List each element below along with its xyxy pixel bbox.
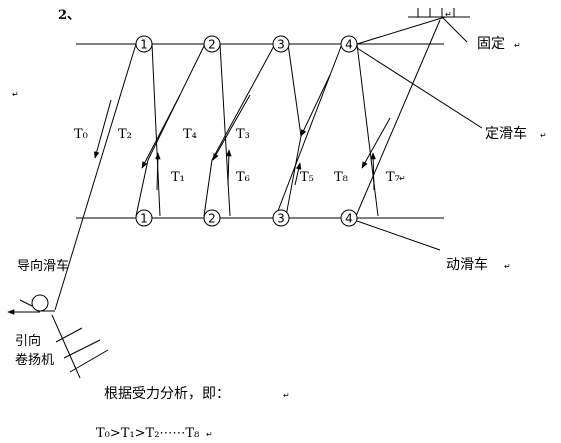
- label-guide-pulley: 导向滑车: [17, 258, 69, 274]
- tension-t2: T₂: [118, 127, 132, 142]
- leader-moving-pulley: [356, 220, 441, 251]
- top-pulleys: 1 2 3 4: [135, 35, 358, 53]
- top-pulley-4-label: 4: [345, 38, 353, 52]
- para-mark-3: ↵: [12, 90, 19, 99]
- guide-pulley: [7, 294, 109, 379]
- bottom-pulley-1: [135, 209, 153, 227]
- bottom-pulley-1-label: 1: [140, 212, 148, 226]
- analysis-text: 根据受力分析，即：: [104, 386, 230, 402]
- bottom-pulley-2-label: 2: [208, 212, 216, 226]
- top-pulley-2-label: 2: [208, 38, 216, 52]
- para-mark-6: ↵: [504, 262, 511, 271]
- para-mark-1: ↵: [445, 10, 452, 19]
- label-fixed: 固定: [477, 36, 505, 52]
- bottom-pulley-4-label: 4: [345, 212, 353, 226]
- tension-t5: T₅: [300, 170, 314, 185]
- para-mark-4: ↵: [540, 131, 547, 140]
- top-pulley-1-label: 1: [140, 38, 148, 52]
- label-winch-line1: 引向: [15, 333, 41, 349]
- fixed-support: [356, 8, 470, 45]
- leader-fixed-pulley: [356, 47, 483, 129]
- bottom-pulley-3-label: 3: [277, 212, 285, 226]
- top-pulley-2: [203, 35, 221, 53]
- top-pulley-1: [135, 35, 153, 53]
- bottom-pulley-3: [272, 209, 290, 227]
- top-pulley-3-label: 3: [277, 38, 285, 52]
- label-winch-line2: 卷扬机: [15, 352, 54, 368]
- label-moving-pulley: 动滑车: [446, 256, 488, 273]
- bottom-pulley-4: [340, 209, 358, 227]
- tension-t1: T₁: [171, 170, 185, 185]
- label-fixed-pulley: 定滑车: [485, 125, 527, 142]
- tension-t4: T₄: [183, 127, 197, 142]
- top-pulley-4: [340, 35, 358, 53]
- para-mark-8: ↵: [206, 430, 213, 439]
- bottom-pulley-2: [203, 209, 221, 227]
- tension-t0: T₀: [74, 127, 88, 142]
- para-mark-2: ↵: [514, 41, 521, 50]
- tension-t6: T₆: [236, 170, 250, 185]
- tension-t7: T₇: [386, 170, 400, 185]
- problem-number: 2、: [58, 8, 80, 23]
- inequality-text: T₀>T₁>T₂⋯⋯T₈: [96, 426, 199, 441]
- tension-t3: T₃: [236, 127, 250, 142]
- rope-segments: [54, 19, 441, 311]
- para-mark-7: ↵: [283, 391, 290, 400]
- tension-t8: T₈: [334, 170, 348, 185]
- bottom-pulleys: 1 2 3 4: [135, 209, 358, 227]
- top-pulley-3: [272, 35, 290, 53]
- para-mark-5: ↵: [399, 174, 406, 183]
